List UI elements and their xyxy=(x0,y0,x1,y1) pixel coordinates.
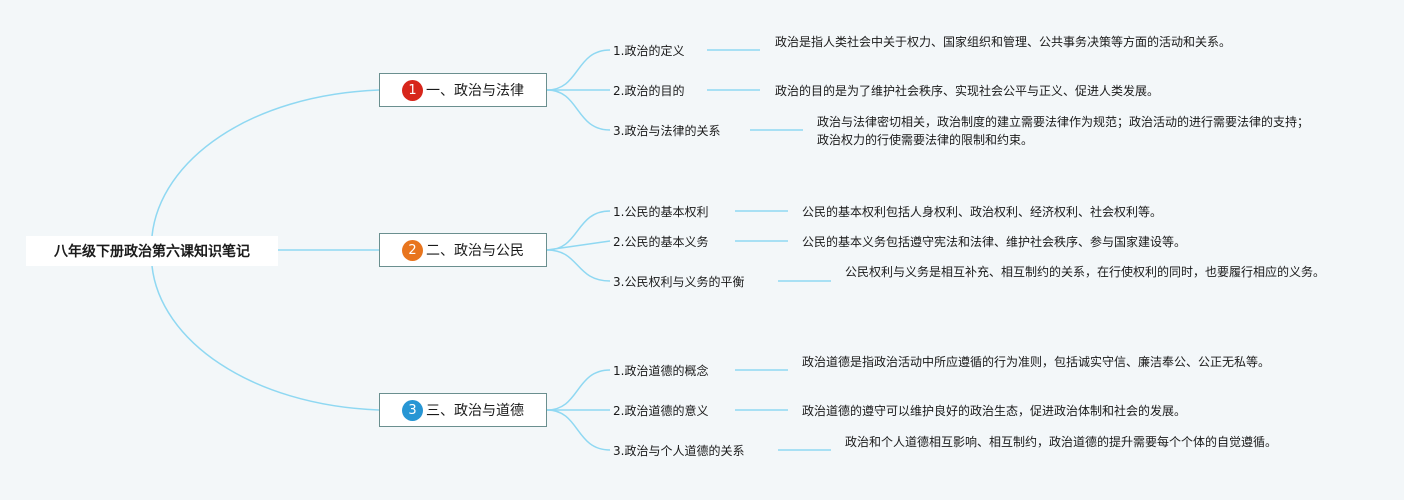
description-2-2[interactable]: 公民的基本义务包括遵守宪法和法律、维护社会秩序、参与国家建设等。 xyxy=(802,235,1187,249)
description-3-2[interactable]: 政治道德的遵守可以维护良好的政治生态，促进政治体制和社会的发展。 xyxy=(802,404,1187,418)
description-3-3[interactable]: 政治和个人道德相互影响、相互制约，政治道德的提升需要每个个体的自觉遵循。 xyxy=(845,435,1278,449)
subtopic-2-1[interactable]: 1.公民的基本权利 xyxy=(613,205,709,219)
subtopic-3-1[interactable]: 1.政治道德的概念 xyxy=(613,364,709,378)
number-badge-icon: 2 xyxy=(402,239,423,261)
description-1-1[interactable]: 政治是指人类社会中关于权力、国家组织和管理、公共事务决策等方面的活动和关系。 xyxy=(775,35,1232,49)
description-1-2[interactable]: 政治的目的是为了维护社会秩序、实现社会公平与正义、促进人类发展。 xyxy=(775,84,1160,98)
subtopic-3-3[interactable]: 3.政治与个人道德的关系 xyxy=(613,444,745,458)
root-title: 八年级下册政治第六课知识笔记 xyxy=(54,244,250,260)
number-badge-icon: 3 xyxy=(402,399,423,421)
number-badge-icon: 1 xyxy=(402,79,423,101)
link-b3-sub1 xyxy=(546,369,611,411)
branch-topic-3[interactable]: 3 三、政治与道德 xyxy=(379,393,547,427)
subtopic-1-1[interactable]: 1.政治的定义 xyxy=(613,44,685,58)
description-1-3[interactable]: 政治与法律密切相关，政治制度的建立需要法律作为规范；政治活动的进行需要法律的支持… xyxy=(817,115,1310,147)
subtopic-1-3[interactable]: 3.政治与法律的关系 xyxy=(613,124,721,138)
branch-label: 二、政治与公民 xyxy=(426,243,524,259)
subtopic-2-3[interactable]: 3.公民权利与义务的平衡 xyxy=(613,275,745,289)
link-b3-sub3 xyxy=(546,409,611,451)
branch-topic-1[interactable]: 1 一、政治与法律 xyxy=(379,73,547,107)
description-2-3[interactable]: 公民权利与义务是相互补充、相互制约的关系，在行使权利的同时，也要履行相应的义务。 xyxy=(845,265,1326,279)
root-topic[interactable]: 八年级下册政治第六课知识笔记 xyxy=(26,236,278,266)
description-2-1[interactable]: 公民的基本权利包括人身权利、政治权利、经济权利、社会权利等。 xyxy=(802,205,1163,219)
branch-label: 三、政治与道德 xyxy=(426,403,524,419)
link-b1-sub3 xyxy=(546,89,611,131)
branch-topic-2[interactable]: 2 二、政治与公民 xyxy=(379,233,547,267)
subtopic-2-2[interactable]: 2.公民的基本义务 xyxy=(613,235,709,249)
link-b1-sub1 xyxy=(546,49,611,91)
link-b2-sub3 xyxy=(546,249,611,282)
subtopic-3-2[interactable]: 2.政治道德的意义 xyxy=(613,404,709,418)
description-3-1[interactable]: 政治道德是指政治活动中所应遵循的行为准则，包括诚实守信、廉洁奉公、公正无私等。 xyxy=(802,355,1271,369)
link-b2-sub1 xyxy=(546,210,611,251)
branch-label: 一、政治与法律 xyxy=(426,83,524,99)
link-root-branch-1 xyxy=(151,89,380,237)
subtopic-1-2[interactable]: 2.政治的目的 xyxy=(613,84,685,98)
link-root-branch-3 xyxy=(151,265,380,411)
link-b2-sub2 xyxy=(546,240,611,251)
